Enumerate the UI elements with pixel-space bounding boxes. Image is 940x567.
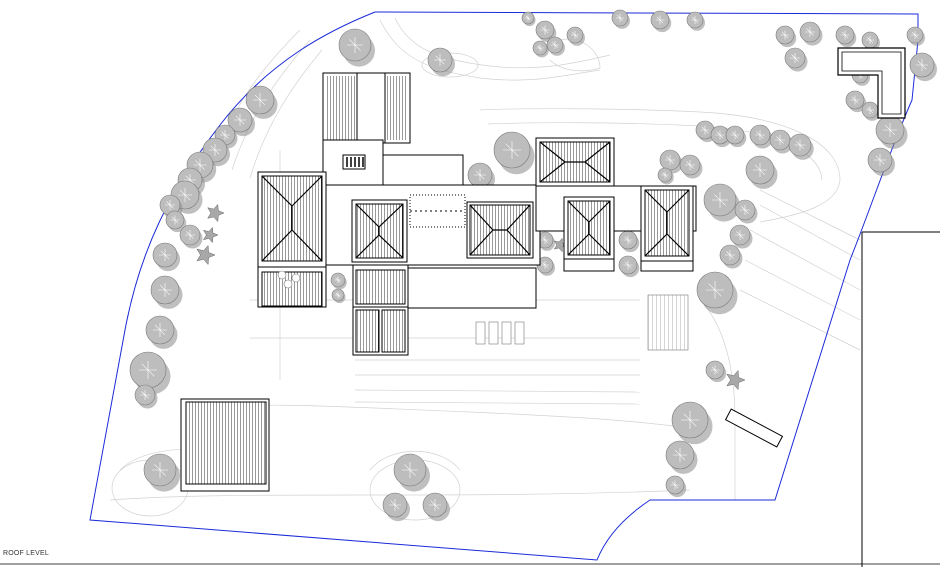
tree-branch-marks [541,261,549,269]
tree-branch-marks [623,235,633,245]
tree-branch-marks [866,106,874,114]
tree-branch-marks [840,30,850,40]
tree-branch-marks [790,53,800,63]
tree-branch-marks [805,27,815,37]
guest-house [180,398,270,492]
tree-branch-marks [209,144,221,156]
tree-branch-marks [616,14,624,22]
outbuilding-l-shape [837,47,906,119]
tree-branch-marks [623,260,633,270]
tree-branch-marks [712,192,728,208]
tree-branch-marks [730,130,740,140]
tree-branch-marks [740,205,750,215]
tree-branch-marks [474,169,486,181]
tree-branch-marks [661,171,669,179]
tree-branch-marks [715,130,725,140]
palm-symbol [196,244,216,266]
tree-branch-marks [911,31,919,39]
palm-symbol [207,203,225,223]
tree-branch-marks [153,323,167,337]
tree-branch-marks [691,16,699,24]
tree-branch-marks [681,411,699,429]
tree-branch-marks [525,15,531,21]
tree-branch-marks [665,155,675,165]
tree-branch-marks [158,283,172,297]
tree-branch-marks [780,30,790,40]
tree-branch-marks [429,499,441,511]
tree-branch-marks [334,276,342,284]
tree-branch-marks [735,230,745,240]
tree-branch-marks [673,448,687,462]
tree-branch-marks [706,281,724,299]
tree-branch-marks [916,59,928,71]
tree-branch-marks [541,236,549,244]
tree-branch-marks [335,292,341,298]
tree-branch-marks [571,31,579,39]
tree-branch-marks [139,361,157,379]
palm-symbol [202,226,219,244]
tree-branch-marks [866,36,874,44]
drawing-caption: ROOF LEVEL [3,550,49,557]
tree-branch-marks [670,480,680,490]
tree-branch-marks [685,160,695,170]
tree-branch-marks [753,163,767,177]
tree-branch-marks [185,230,195,240]
tree-branch-marks [347,37,363,53]
tree-branch-marks [503,141,521,159]
tree-branch-marks [700,125,710,135]
tree-branch-marks [152,462,168,478]
landscape-trees [129,9,937,522]
main-house [257,72,697,356]
tree-branch-marks [874,154,886,166]
tree-branch-marks [159,249,171,261]
tree-branch-marks [170,215,180,225]
tree-branch-marks [551,41,559,49]
tree-branch-marks [234,114,246,126]
tree-branch-marks [540,25,550,35]
tree-branch-marks [193,158,207,172]
tree-branch-marks [794,139,806,151]
tree-branch-marks [220,130,230,140]
tree-branch-marks [434,54,446,66]
outdoor-furniture [277,270,689,351]
tree-branch-marks [725,250,735,260]
tree-branch-marks [883,123,897,137]
tree-branch-marks [536,44,544,52]
tree-branch-marks [402,462,418,478]
tree-branch-marks [140,390,150,400]
garden-bench [724,408,784,448]
tree-branch-marks [775,135,785,145]
tree-branch-marks [165,200,175,210]
tree-branch-marks [389,499,401,511]
tree-branch-marks [755,130,765,140]
palm-symbol [726,369,746,391]
tree-branch-marks [253,93,267,107]
palm-symbol [553,237,568,253]
adjacent-building-outline [0,231,940,567]
tree-branch-marks [710,365,720,375]
tree-branch-marks [850,95,860,105]
tree-branch-marks [655,15,665,25]
tree-branch-marks [178,188,192,202]
